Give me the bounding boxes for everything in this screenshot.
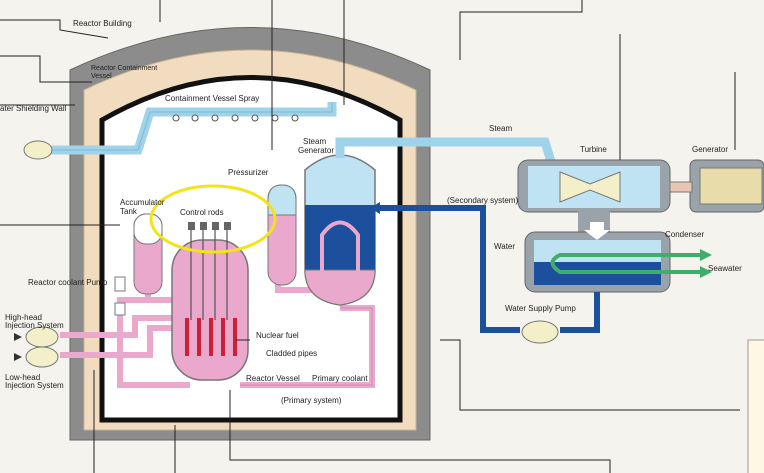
seawater-tubes: [550, 253, 700, 274]
leader-lines: [0, 0, 740, 473]
label-secondary-system: (Secondary system): [447, 196, 519, 205]
label-condenser: Condenser: [665, 230, 705, 239]
water-supply-pump-icon: [521, 320, 559, 344]
label-high-head-2: Injection System: [5, 321, 64, 330]
label-shielding-wall: ater Shielding Wall: [0, 104, 67, 113]
nuclear-fuel-rods: [185, 318, 237, 356]
label-low-head-1: Low-head: [5, 373, 41, 382]
control-rods: [190, 230, 228, 320]
label-high-head-1: High-head: [5, 313, 42, 322]
spray-pump-icon: [23, 140, 53, 160]
label-containment-vessel-1: Reactor Containment: [91, 65, 158, 72]
steam-line: [335, 137, 557, 167]
high-head-pump-icon: [25, 326, 59, 348]
turbine-rotor: [559, 171, 621, 203]
label-steam: Steam: [489, 124, 513, 133]
label-pressurizer: Pressurizer: [228, 168, 269, 177]
label-steam-generator-1: Steam: [303, 137, 327, 146]
label-steam-generator-2: Generator: [298, 146, 335, 155]
label-reactor-building: Reactor Building: [73, 19, 132, 28]
spray-nozzles: [172, 114, 299, 122]
label-nuclear-fuel: Nuclear fuel: [256, 331, 299, 340]
info-panel: [747, 339, 764, 473]
label-water: Water: [494, 242, 516, 251]
reactor-coolant-pump-icon: [114, 276, 126, 292]
label-low-head-2: Injection System: [5, 381, 64, 390]
label-accumulator-2: Tank: [120, 207, 137, 216]
label-primary-coolant: Primary coolant: [312, 374, 368, 383]
label-containment-vessel-2: Vessel: [91, 73, 112, 80]
label-reactor-coolant-pump: Reactor coolant Pump: [28, 278, 108, 287]
secondary-water-line: [375, 205, 600, 333]
label-cladded-pipes: Cladded pipes: [266, 349, 318, 358]
spray-pipe: [30, 102, 337, 155]
label-generator: Generator: [692, 145, 729, 154]
label-containment-spray: Containment Vessel Spray: [165, 94, 260, 103]
label-control-rods: Control rods: [180, 208, 224, 217]
label-turbine: Turbine: [580, 145, 607, 154]
control-rod-drives: [188, 222, 231, 230]
control-rods-highlight: [149, 184, 277, 254]
low-head-pump-icon: [25, 346, 59, 368]
label-seawater: Seawater: [708, 264, 742, 273]
label-water-supply-pump: Water Supply Pump: [505, 304, 576, 313]
label-reactor-vessel: Reactor Vessel: [246, 374, 300, 383]
label-primary-system: (Primary system): [281, 396, 342, 405]
reactor-vessel: [171, 239, 249, 381]
steam-generator-u-tubes: [320, 220, 360, 285]
label-accumulator-1: Accumulator: [120, 198, 165, 207]
